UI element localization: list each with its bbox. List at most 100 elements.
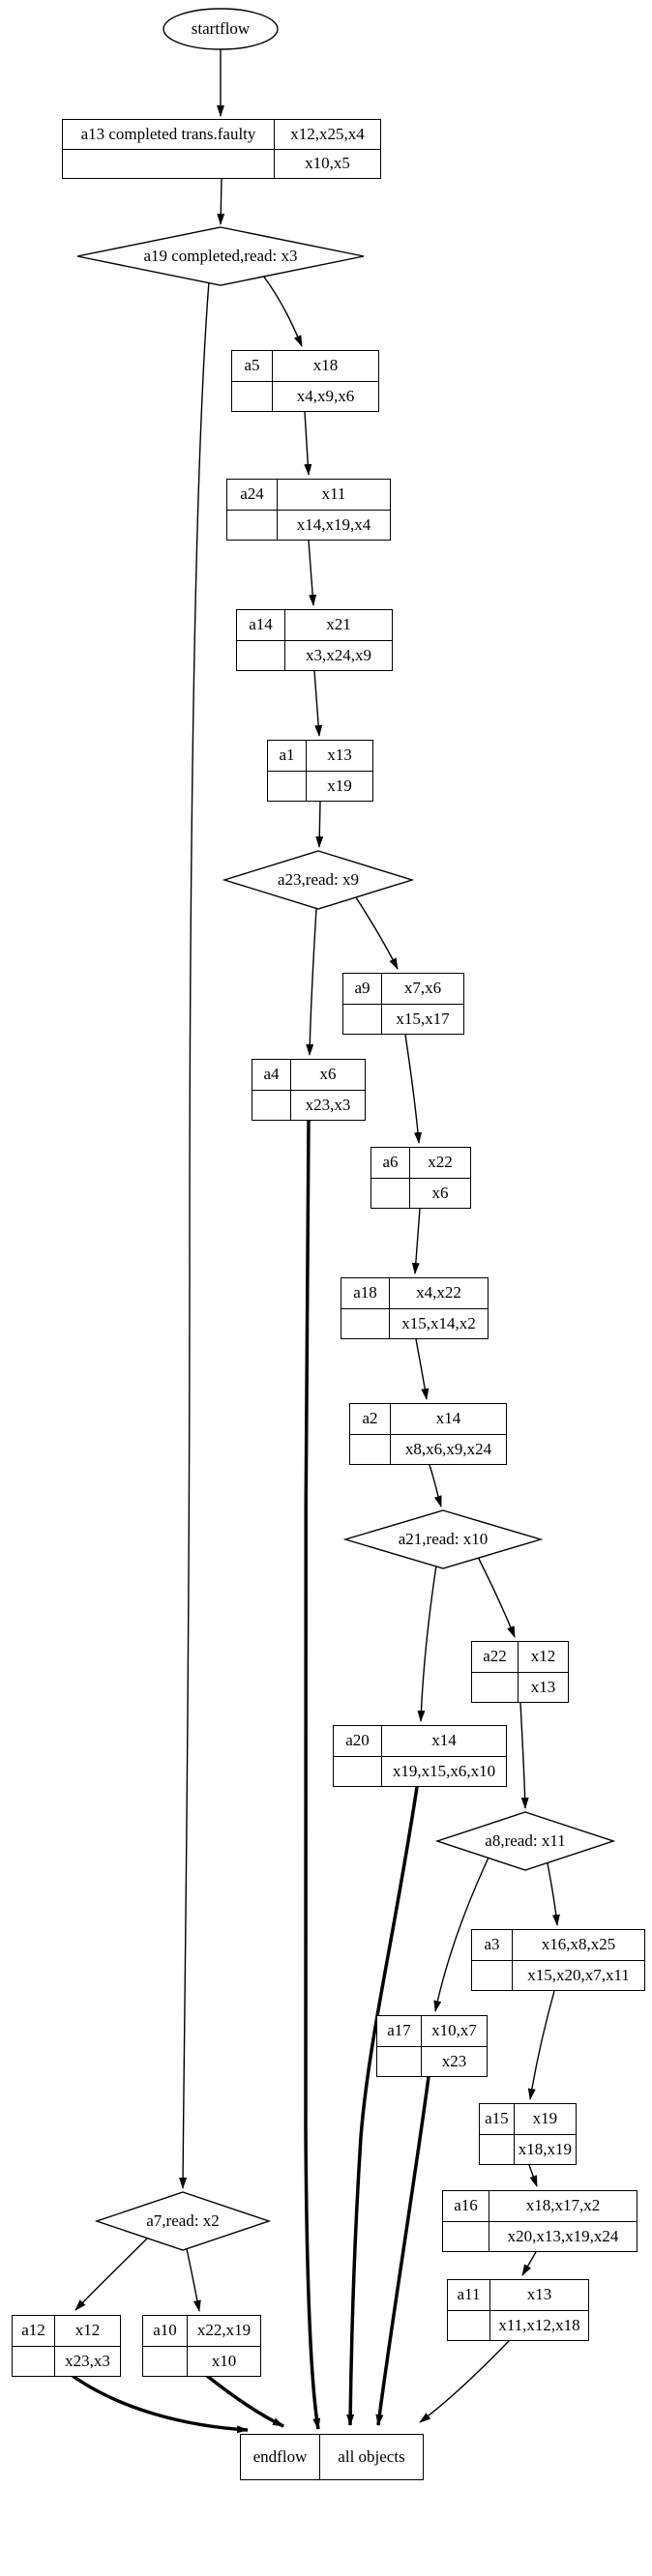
edge-a8-a3 [547,1862,560,1926]
edge-a21-a22 [477,1556,516,1638]
action-reads: x22,x19 [188,2316,260,2347]
edge-a1-a23 [315,801,324,848]
action-empty-cell [377,2047,421,2077]
action-writes: x23,x3 [65,2351,110,2370]
action-writes: x6 [431,1183,449,1202]
edge-a20-endflow [346,1786,419,2426]
decision-a7-label: a7,read: x2 [146,2211,220,2230]
action-writes: x4,x9,x6 [296,386,355,405]
start-node-label: startflow [191,19,251,38]
edge-a11-endflow [419,2340,510,2423]
action-empty-cell [443,2222,489,2252]
action-empty-cell [341,1309,389,1339]
action-writes: x20,x13,x19,x24 [507,2226,619,2245]
action-empty-cell [63,150,274,179]
edge-a12-endflow [71,2374,249,2434]
action-writes: x19,x15,x6,x10 [392,1761,496,1780]
action-node-a17: a17 x10,x7 x23 [376,2015,488,2077]
action-node-a12: a12 x12 x23,x3 [12,2315,121,2377]
action-writes: x19 [327,776,352,795]
action-writes: x3,x24,x9 [306,645,371,664]
action-writes: x15,x17 [396,1009,450,1028]
edge-a23-a9 [355,896,399,970]
action-node-a5: a5 x18 x4,x9,x6 [231,350,379,412]
action-node-a24: a24 x11 x14,x19,x4 [226,479,391,541]
edge-a24-a14 [308,540,317,606]
action-name: a14 [237,610,284,641]
start-node-shape [163,8,279,50]
edge-a5-a24 [304,411,312,476]
action-empty-cell [371,1179,409,1209]
decision-a19-shape [76,226,365,286]
action-writes: x23 [441,2051,467,2070]
action-empty-cell [350,1435,390,1465]
edge-a18-a2 [415,1338,430,1400]
action-name: a15 [480,2104,514,2135]
action-empty-cell [13,2347,54,2377]
action-node-a6: a6 x22 x6 [370,1147,471,1209]
action-reads: x12 [519,1642,568,1673]
action-empty-cell [448,2311,489,2341]
action-node-a16: a16 x18,x17,x2 x20,x13,x19,x24 [442,2190,637,2252]
action-name: a18 [341,1278,389,1309]
action-reads: x7,x6 [382,974,463,1005]
action-reads: x18 [273,351,378,382]
action-writes: x15,x14,x2 [401,1313,476,1332]
edge-a10-endflow [205,2374,284,2428]
decision-a19-label: a19 completed,read: x3 [143,247,298,265]
decision-a8-shape [434,1811,616,1871]
action-name: a3 [472,1930,512,1961]
edge-a13-a19 [217,178,225,225]
edge-a22-a8 [519,1702,529,1809]
action-reads: x12,x25,x4 [275,120,380,150]
decision-a7-shape [94,2191,272,2251]
action-empty-cell [232,382,272,412]
action-writes: x14,x19,x4 [296,514,371,534]
action-name: a1 [268,741,306,772]
action-writes: x18,x19 [518,2139,572,2158]
action-name: a6 [371,1148,409,1179]
action-name: a11 [448,2280,489,2311]
action-writes: x10 [211,2351,237,2370]
action-reads: x18,x17,x2 [489,2191,637,2222]
action-empty-cell [480,2135,514,2165]
decision-a21-label: a21,read: x10 [398,1530,489,1548]
action-reads: x13 [307,741,372,772]
action-name: a22 [472,1642,518,1673]
decision-a21-shape [342,1509,544,1569]
action-reads: x10,x7 [422,2016,487,2047]
action-name: a5 [232,351,272,382]
action-node-a18: a18 x4,x22 x15,x14,x2 [341,1277,489,1339]
action-node-a1: a1 x13 x19 [267,740,373,802]
action-reads: x14 [391,1404,506,1435]
action-node-a20: a20 x14 x19,x15,x6,x10 [333,1725,507,1787]
decision-a23-label: a23,read: x9 [277,870,360,889]
action-node-a22: a22 x12 x13 [471,1641,569,1703]
edge-a19-a7 [179,280,210,2189]
action-node-a2: a2 x14 x8,x6,x9,x24 [349,1403,507,1465]
action-node-a4: a4 x6 x23,x3 [252,1059,366,1121]
action-writes: x13 [530,1677,556,1696]
action-node-a13: a13 completed trans.faulty x12,x25,x4 x1… [62,119,381,179]
action-empty-cell [334,1757,381,1787]
action-name: a17 [377,2016,421,2047]
action-empty-cell [472,1673,518,1703]
action-reads: x13 [490,2280,588,2311]
edge-a21-a20 [417,1565,437,1722]
edge-a4-endflow [303,1120,321,2430]
action-writes: x23,x3 [305,1095,351,1114]
action-empty-cell [227,511,277,541]
end-node-objects: all objects [338,2447,405,2466]
action-name: a13 completed trans.faulty [63,120,274,150]
action-node-a10: a10 x22,x19 x10 [142,2315,261,2377]
action-reads: x16,x8,x25 [513,1930,644,1961]
action-reads: x21 [285,610,392,641]
action-reads: x4,x22 [390,1278,488,1309]
action-name: a12 [13,2316,54,2347]
action-node-a3: a3 x16,x8,x25 x15,x20,x7,x11 [471,1929,645,1991]
action-node-a15: a15 x19 x18,x19 [479,2103,577,2165]
edge-a14-a1 [313,670,323,737]
edge-a9-a6 [404,1034,423,1144]
end-node-label: endflow [241,2435,320,2479]
